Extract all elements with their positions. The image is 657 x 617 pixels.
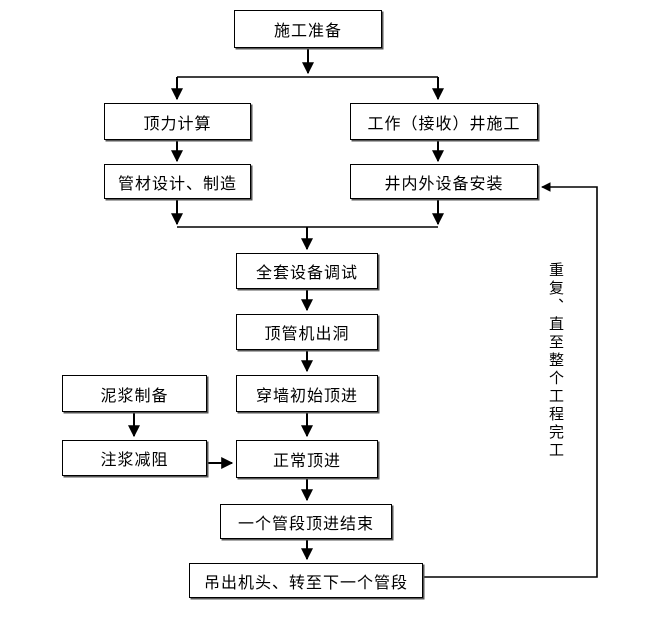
edge-feedback-loop <box>423 182 598 578</box>
node-label: 正常顶进 <box>272 453 341 470</box>
node-construction-preparation[interactable]: 施工准备 <box>234 10 382 48</box>
node-label: 顶力计算 <box>143 115 212 133</box>
node-label: 泥浆制备 <box>100 387 169 405</box>
node-label: 全套设备调试 <box>255 265 358 282</box>
feedback-loop-label: 重复、直至整个工程完工 <box>547 262 564 460</box>
node-slurry-preparation[interactable]: 泥浆制备 <box>62 375 207 412</box>
node-jacking-force-calculation[interactable]: 顶力计算 <box>104 103 251 140</box>
node-grouting-friction-reduction[interactable]: 注浆减阻 <box>62 440 207 476</box>
node-working-receiving-shaft-construction[interactable]: 工作（接收）井施工 <box>350 103 538 140</box>
node-label: 吊出机头、转至下一个管段 <box>203 574 408 592</box>
node-lift-machine-head-next-section[interactable]: 吊出机头、转至下一个管段 <box>189 563 423 598</box>
node-pipe-design-manufacture[interactable]: 管材设计、制造 <box>104 164 251 199</box>
node-one-section-jacking-complete[interactable]: 一个管段顶进结束 <box>220 504 392 539</box>
node-label: 一个管段顶进结束 <box>237 515 374 533</box>
node-label: 工作（接收）井施工 <box>367 115 521 133</box>
node-label: 施工准备 <box>273 23 342 40</box>
node-normal-jacking[interactable]: 正常顶进 <box>236 440 378 478</box>
node-full-equipment-commissioning[interactable]: 全套设备调试 <box>236 253 378 289</box>
node-wall-penetration-initial-jacking[interactable]: 穿墙初始顶进 <box>236 375 378 412</box>
node-label: 顶管机出洞 <box>264 326 350 343</box>
node-pipe-jacking-machine-exit[interactable]: 顶管机出洞 <box>236 314 378 350</box>
node-label: 穿墙初始顶进 <box>255 387 358 405</box>
node-shaft-equipment-installation[interactable]: 井内外设备安装 <box>350 164 538 199</box>
node-label: 注浆减阻 <box>100 452 169 469</box>
node-label: 井内外设备安装 <box>384 175 504 193</box>
node-label: 管材设计、制造 <box>117 175 237 193</box>
